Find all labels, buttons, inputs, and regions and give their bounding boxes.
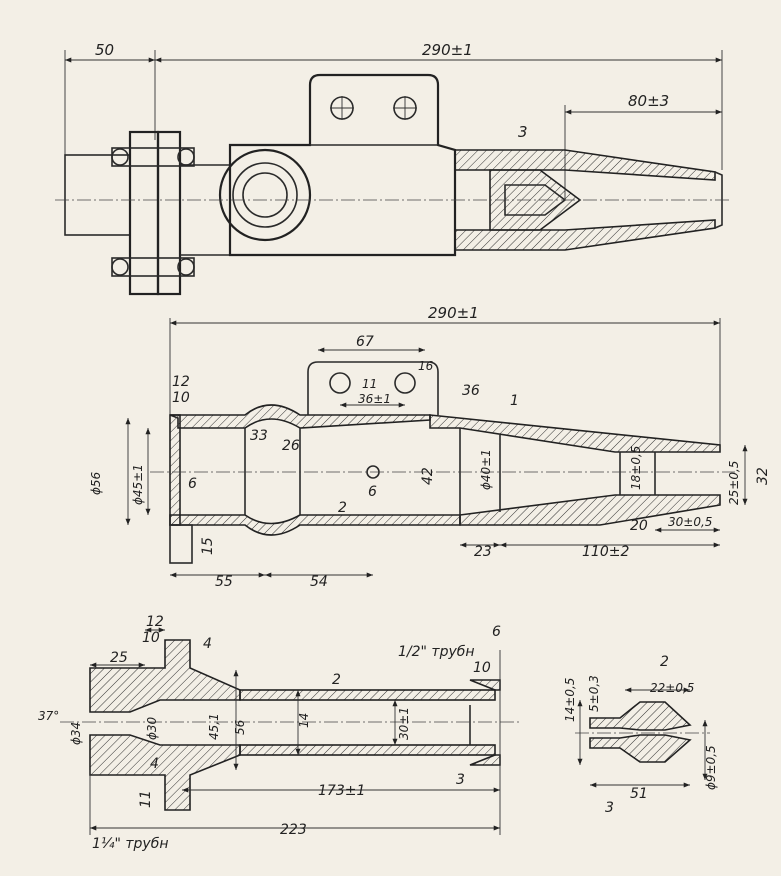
dim-11: 11 [138, 790, 154, 808]
dim-173: 173±1 [318, 783, 365, 799]
dim-2: 2 [660, 654, 669, 670]
middle-view: 290±1 67 12 10 11 36±1 16 36 1 ϕ56 ϕ45±1… [89, 304, 771, 590]
dim-pipe-half: 1/2" трубн [398, 644, 475, 660]
flange [156, 130, 182, 296]
dim-20: 20 [630, 518, 648, 534]
top-view: 50 290±1 80±3 3 [55, 41, 730, 296]
dim-34: ϕ34 [69, 722, 83, 745]
part-label-3: 3 [456, 772, 465, 788]
dim-12: 12 [146, 614, 164, 630]
flange-foot [169, 524, 193, 564]
dim-6: 6 [492, 624, 501, 640]
dim-56: 56 [233, 719, 247, 735]
dim-290-mid: 290±1 [428, 304, 479, 322]
dim-25: 25 [110, 650, 128, 666]
side-port [218, 148, 312, 242]
tube-wall-bottom [239, 744, 496, 756]
dim-30a: ϕ30 [145, 716, 159, 740]
nozzle-top [589, 701, 692, 731]
dim-14: 14±0,5 [563, 678, 577, 722]
dim-33: 33 [250, 428, 268, 444]
bottom-view: 12 10 4 25 1/2" трубн 6 10 2 37° ϕ34 ϕ30… [38, 614, 520, 852]
mount-lug [307, 361, 439, 415]
dim-10b: 10 [473, 660, 491, 676]
bolt [111, 257, 195, 277]
cone-wall-top [454, 149, 716, 181]
dim-pipe-quarter: 1¼" трубн [92, 836, 168, 852]
part-label-2: 2 [332, 672, 341, 688]
dim-10: 10 [172, 390, 190, 406]
dim-51: 51 [630, 786, 648, 802]
dim-23: 23 [474, 544, 492, 560]
dim-14: 14 [297, 713, 311, 728]
dim-45: 45,1 [207, 713, 221, 740]
body-wall-bottom [169, 514, 461, 536]
dim-40: ϕ40±1 [479, 449, 493, 490]
body [228, 73, 457, 257]
bolt [111, 147, 195, 167]
flange-section [169, 414, 181, 526]
dim-5: 5±0,3 [587, 675, 601, 712]
dim-42: 42 [420, 467, 436, 485]
dim-290-top: 290±1 [422, 41, 473, 59]
dim-54: 54 [310, 574, 328, 590]
dim-223: 223 [280, 822, 307, 838]
dim-45: ϕ45±1 [131, 464, 145, 505]
dim-110: 110±2 [582, 544, 629, 560]
dim-22: 22±0,5 [650, 681, 694, 695]
dim-36: 36 [462, 383, 480, 399]
part-label-2: 2 [338, 500, 347, 516]
dim-37: 37° [38, 709, 59, 723]
flange [128, 130, 160, 296]
dim-32: 32 [755, 467, 771, 485]
cone-wall-top [429, 414, 721, 453]
dim-4a: 4 [203, 636, 212, 652]
inlet-pipe [64, 154, 131, 236]
dim-30: 30±0,5 [668, 515, 712, 529]
dim-15: 15 [200, 537, 216, 555]
dim-30b: 30±1 [397, 707, 411, 740]
dim-4b: 4 [150, 756, 159, 772]
dim-10a: 10 [142, 630, 160, 646]
dim-16: 16 [418, 359, 434, 373]
dim-25: 25±0,5 [727, 461, 741, 505]
dim-55: 55 [215, 574, 233, 590]
tube-end [469, 679, 501, 691]
part-label-1: 1 [510, 393, 519, 409]
nozzle-bottom [589, 734, 692, 763]
part-label-3: 3 [518, 123, 528, 141]
mount-hole [394, 372, 416, 394]
dim-12: 12 [172, 374, 190, 390]
dim-80: 80±3 [628, 92, 669, 110]
mount-hole [329, 372, 351, 394]
dim-6a: 6 [188, 476, 197, 492]
detail-view: 2 14±0,5 5±0,3 22±0,5 ϕ9±0,5 51 3 [563, 654, 718, 816]
dim-56: ϕ56 [89, 471, 103, 495]
dim-18: 18±0,5 [629, 446, 643, 490]
dim-50: 50 [95, 41, 114, 59]
body-wall-top [169, 404, 431, 429]
dim-36-1: 36±1 [358, 392, 391, 406]
dim-67: 67 [356, 334, 374, 350]
tube-wall-top [239, 689, 496, 701]
dim-11: 11 [362, 377, 377, 391]
dim-26: 26 [282, 438, 300, 454]
dim-6b: 6 [368, 484, 377, 500]
tube-flange-bottom [89, 734, 241, 811]
dim-9: ϕ9±0,5 [704, 745, 718, 790]
tube-end [469, 754, 501, 766]
part-label-3: 3 [605, 800, 614, 816]
